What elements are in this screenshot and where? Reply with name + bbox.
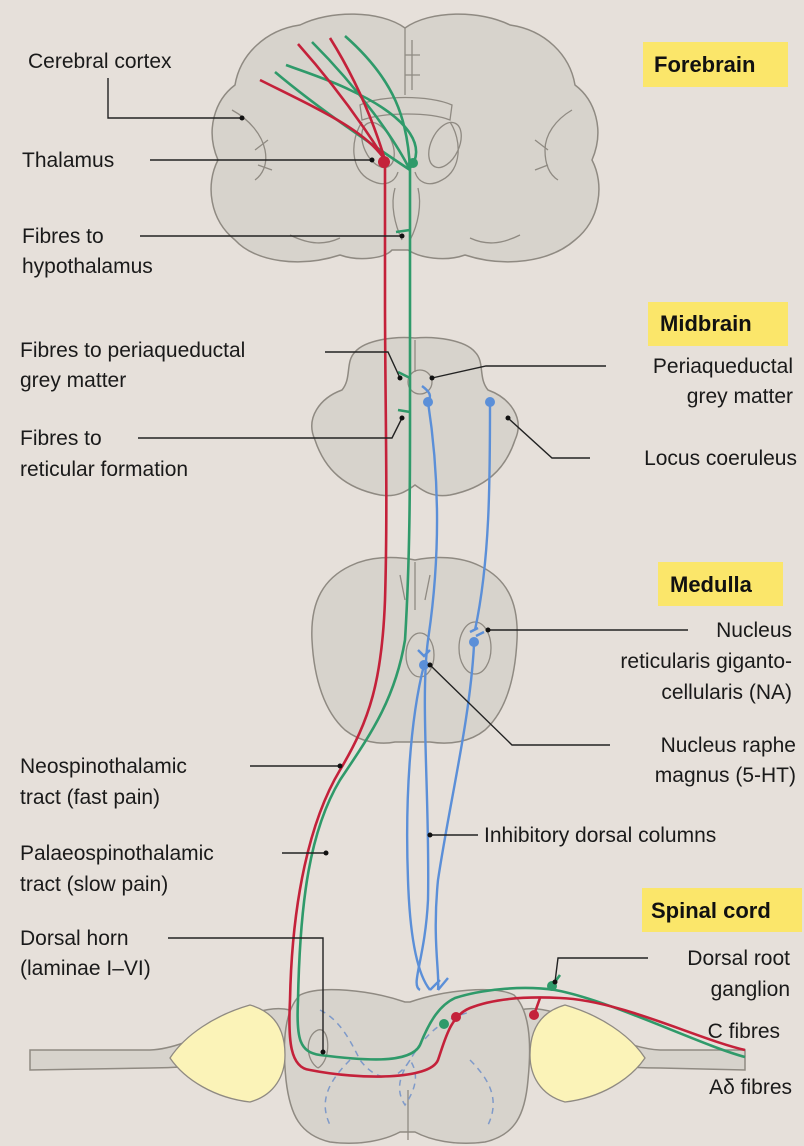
- region-tag-midbrain: Midbrain: [648, 302, 788, 346]
- region-label-midbrain: Midbrain: [660, 311, 752, 336]
- region-label-spinal-cord: Spinal cord: [651, 898, 771, 923]
- label-cerebral-cortex: Cerebral cortex: [28, 50, 172, 73]
- label-dorsal-horn-line1: Dorsal horn: [20, 927, 129, 950]
- label-drg-line2: ganglion: [711, 978, 790, 1001]
- label-pag-line1: Periaqueductal: [653, 355, 793, 378]
- label-ad-fibres: Aδ fibres: [709, 1076, 792, 1099]
- label-fibres-hypothalamus-line1: Fibres to: [22, 225, 104, 248]
- label-nrgc-line2: reticularis giganto-: [620, 650, 792, 673]
- forebrain-section: [211, 14, 599, 262]
- label-palaeo-line2: tract (slow pain): [20, 873, 168, 896]
- label-nrgc-line1: Nucleus: [716, 619, 792, 642]
- region-label-forebrain: Forebrain: [654, 52, 755, 77]
- label-neospino-line2: tract (fast pain): [20, 786, 160, 809]
- region-tag-medulla: Medulla: [658, 562, 783, 606]
- label-pag-line2: grey matter: [687, 385, 793, 408]
- label-fibres-reticular-line1: Fibres to: [20, 427, 102, 450]
- region-label-medulla: Medulla: [670, 572, 753, 597]
- label-fibres-reticular-line2: reticular formation: [20, 458, 188, 481]
- spinal-cord-section: [30, 990, 745, 1144]
- ganglion-left: [170, 1005, 285, 1102]
- label-fibres-pag-line1: Fibres to periaqueductal: [20, 339, 245, 362]
- label-nrm-line1: Nucleus raphe: [661, 734, 796, 757]
- label-c-fibres: C fibres: [708, 1020, 780, 1043]
- spinal-cord-outline: [284, 990, 529, 1144]
- region-tag-forebrain: Forebrain: [643, 42, 788, 87]
- label-drg-line1: Dorsal root: [687, 947, 790, 970]
- label-thalamus: Thalamus: [22, 149, 114, 172]
- region-tag-spinal-cord: Spinal cord: [642, 888, 802, 932]
- label-fibres-pag-line2: grey matter: [20, 369, 126, 392]
- label-palaeo-line1: Palaeospinothalamic: [20, 842, 214, 865]
- midbrain-section: [312, 338, 518, 496]
- label-dorsal-horn-line2: (laminae I–VI): [20, 957, 151, 980]
- ganglion-right: [530, 1005, 645, 1102]
- label-nrgc-line3: cellularis (NA): [661, 681, 792, 704]
- label-neospino-line1: Neospinothalamic: [20, 755, 187, 778]
- label-locus-coeruleus: Locus coeruleus: [644, 447, 797, 470]
- label-inhibitory-dorsal-columns: Inhibitory dorsal columns: [484, 824, 716, 847]
- label-fibres-hypothalamus-line2: hypothalamus: [22, 255, 153, 278]
- label-nrm-line2: magnus (5-HT): [655, 764, 796, 787]
